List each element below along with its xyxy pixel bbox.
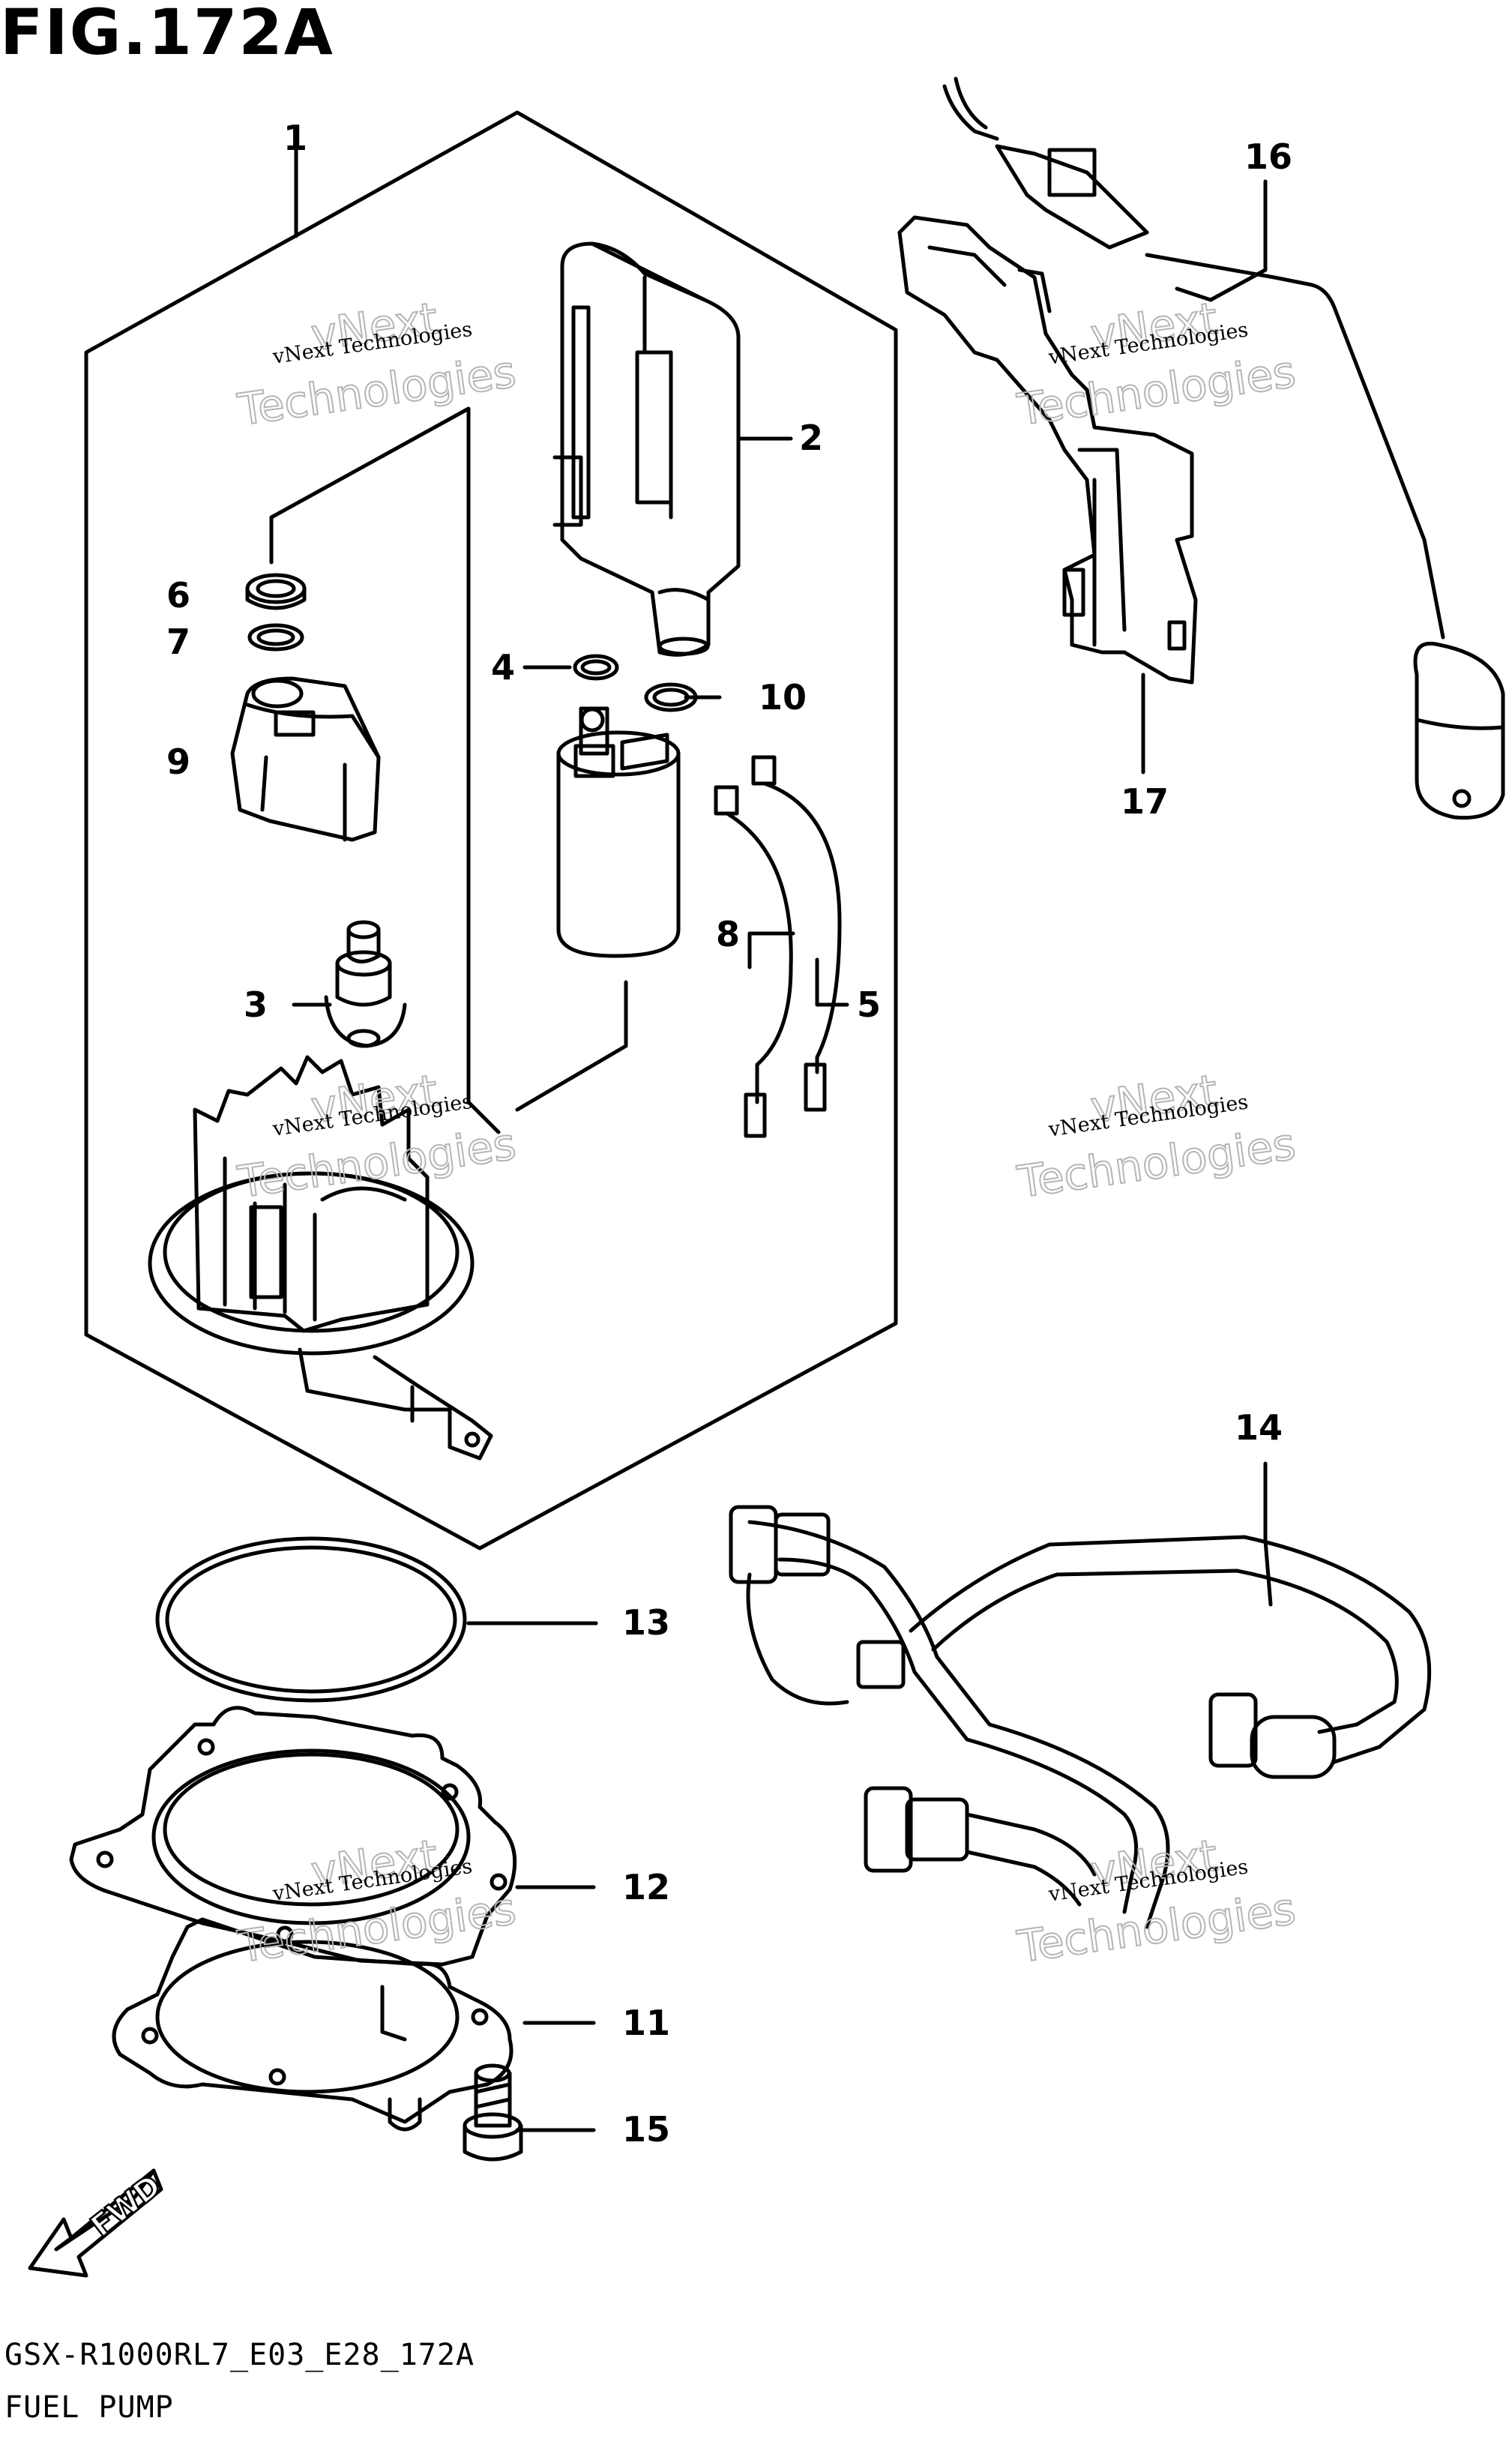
part-12-mounting-plate [69,1706,517,1967]
part-4-o-ring [573,654,619,681]
part-6-ring [245,573,307,604]
assembly-boundary [84,110,898,1551]
part-7-o-ring [247,623,304,652]
callout-2: 2 [799,418,823,458]
model-code: GSX-R1000RL7_E03_E28_172A [4,2338,475,2372]
callout-3: 3 [244,984,268,1025]
fwd-label: FWD [85,2168,168,2244]
callout-10: 10 [759,677,807,718]
part-3-pressure-regulator [324,920,407,1048]
fuel-pump-motor [556,706,681,958]
callout-15: 15 [622,2109,670,2150]
callout-16: 16 [1244,136,1292,177]
pump-bracket-base [148,1055,493,1461]
callout-13: 13 [622,1602,670,1643]
part-16-fuel-level-sender [942,76,1505,820]
callout-6: 6 [166,575,190,616]
callout-4: 4 [491,647,515,688]
callout-8: 8 [716,914,740,954]
callout-1: 1 [283,118,307,158]
fwd-direction-arrow [28,2168,163,2278]
callout-11: 11 [622,2003,670,2043]
callout-14: 14 [1235,1407,1283,1448]
part-13-gasket-ring [155,1536,467,1703]
figure-title: FIG.172A [0,0,334,69]
callout-7: 7 [166,622,190,662]
part-2-fuel-filter [552,241,741,657]
callout-9: 9 [166,742,190,782]
callout-17: 17 [1121,781,1169,822]
part-14-fuel-hose [729,1505,1432,1929]
callout-5: 5 [857,984,881,1025]
figure-name: FUEL PUMP [4,2390,174,2425]
watermark-group: vNext Technologies vNext Technologies vN… [234,292,1299,1973]
part-17-fuel-sender-bracket [897,215,1198,685]
part-8-5-wire-leads [714,755,842,1138]
part-10-o-ring [644,682,698,712]
part-9-pump-cover [230,676,381,842]
callout-12: 12 [622,1867,670,1907]
part-15-bolt [463,2063,523,2162]
